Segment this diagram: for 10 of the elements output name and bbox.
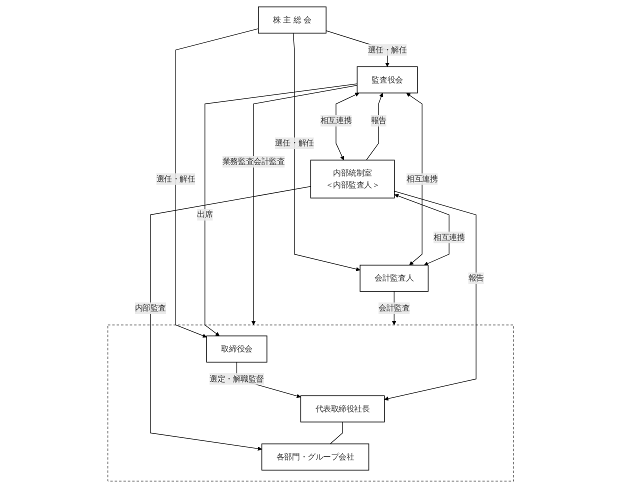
arrow — [204, 84, 358, 336]
arrow — [175, 28, 258, 338]
connector — [330, 422, 343, 444]
arrow — [150, 186, 311, 451]
cluster — [107, 324, 514, 482]
arrow — [394, 194, 450, 266]
arrow — [384, 190, 476, 401]
arrow — [406, 92, 422, 266]
arrow — [366, 92, 383, 160]
arrow — [251, 84, 358, 326]
